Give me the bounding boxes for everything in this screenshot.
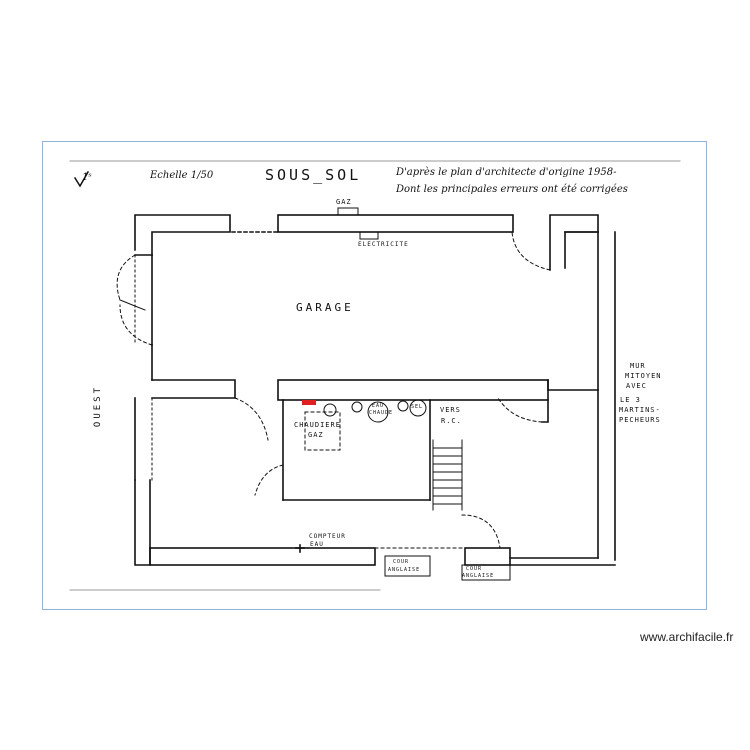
- cour-anglaise-1-label-1: COUR: [393, 559, 410, 565]
- cour-anglaise-2-label-1: COUR: [466, 566, 483, 572]
- north-mark: 1ˢ: [82, 172, 92, 183]
- cour-anglaise-2-label-2: ANGLAISE: [462, 573, 495, 579]
- gaz-label: GAZ: [336, 198, 352, 206]
- cour-anglaise-1-label-2: ANGLAISE: [388, 567, 421, 573]
- ouest-label: OUEST: [93, 385, 103, 428]
- sel-label: SEL: [411, 404, 424, 410]
- wall-north: [277, 214, 514, 233]
- chaudiere-label-2: GAZ: [308, 431, 324, 439]
- mur-label-3: AVEC: [626, 382, 647, 390]
- chaudiere-label-1: CHAUDIERE: [294, 421, 341, 429]
- mur-label-6: PECHEURS: [619, 416, 661, 424]
- mur-label-1: MUR: [630, 362, 646, 370]
- mur-label-2: MITOYEN: [625, 372, 662, 380]
- scale-label: Echelle 1/50: [150, 170, 214, 181]
- garage-label: GARAGE: [296, 301, 354, 314]
- vers-label-2: R.C.: [441, 417, 462, 425]
- eau-chaude-label-2: CHAUDE: [369, 410, 394, 416]
- plan-title: SOUS_SOL: [265, 166, 362, 184]
- wall-middle: [277, 379, 549, 401]
- site-watermark: www.archifacile.fr: [640, 630, 734, 644]
- red-marker: [302, 400, 316, 405]
- note-line-2: Dont les principales erreurs ont été cor…: [396, 184, 628, 195]
- compteur-label-1: COMPTEUR: [309, 533, 346, 540]
- mur-label-5: MARTINS-: [619, 406, 661, 414]
- wall-north-west: [134, 214, 231, 256]
- eau-chaude-label-1: EAU: [372, 403, 385, 409]
- compteur-label-2: EAU: [310, 541, 324, 548]
- note-line-1: D'après le plan d'architecte d'origine 1…: [396, 167, 617, 178]
- mur-label-4: LE 3: [620, 396, 641, 404]
- plan-frame: [42, 141, 707, 610]
- wall-south: [149, 547, 376, 566]
- electricite-label: ELECTRICITE: [358, 241, 409, 248]
- vers-label-1: VERS: [440, 406, 461, 414]
